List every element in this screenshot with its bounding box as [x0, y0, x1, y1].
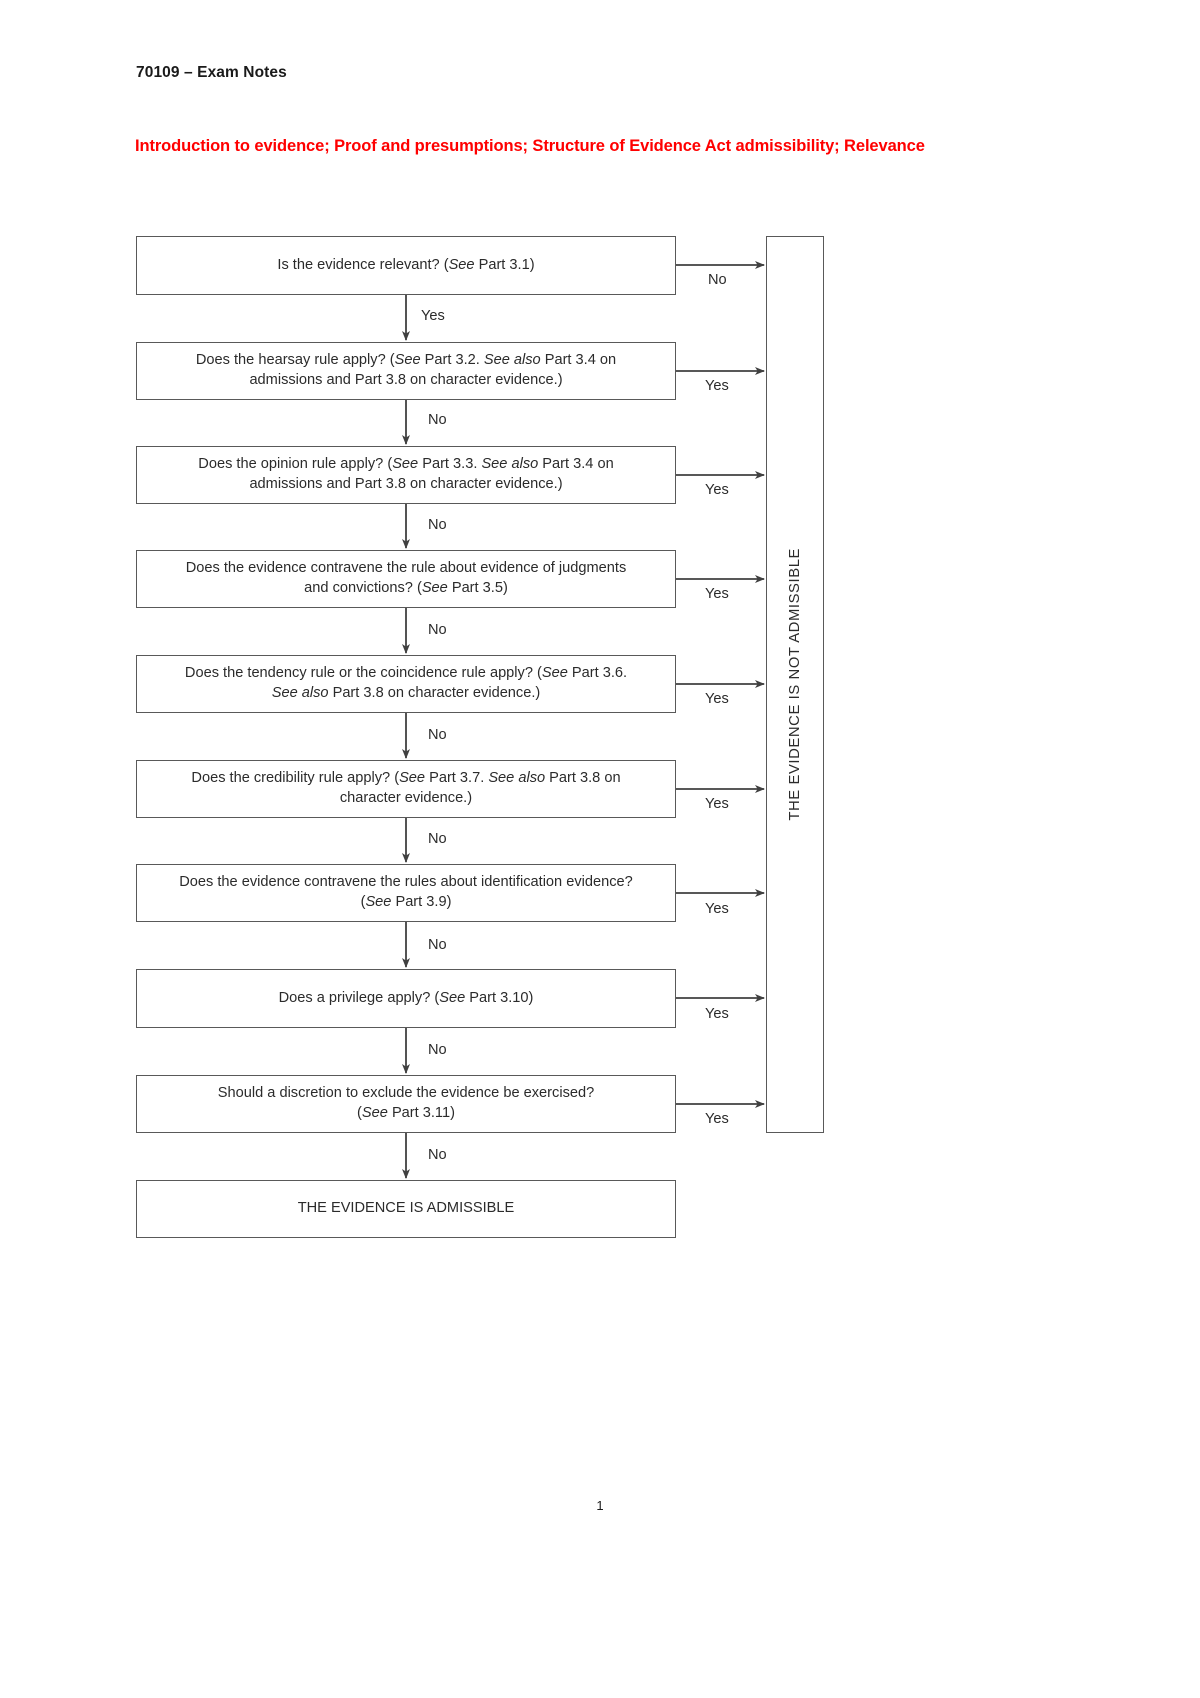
t: Part 3.8 on: [545, 770, 621, 787]
edge-label-yes-relevance: Yes: [421, 308, 445, 324]
t: Part 3.3.: [418, 456, 482, 473]
t-italic: See: [439, 989, 466, 1006]
edge-label-side-yes-discretion: Yes: [705, 1111, 729, 1127]
edge-label-no-credibility: No: [428, 831, 447, 847]
edge-label-side-yes-privilege: Yes: [705, 1006, 729, 1022]
flow-node-identification: Does the evidence contravene the rules a…: [136, 864, 676, 922]
t: Part 3.6.: [567, 665, 628, 682]
t: Part 3.11): [387, 1105, 455, 1121]
t: Does the evidence contravene the rule ab…: [185, 560, 627, 577]
t-italic: See: [361, 1105, 388, 1121]
flow-node-not-admissible-text: THE EVIDENCE IS NOT ADMISSIBLE: [787, 548, 803, 821]
edge-label-no-judgments: No: [428, 622, 447, 638]
t-italic: See: [421, 580, 448, 596]
edge-label-side-yes-hearsay: Yes: [705, 378, 729, 394]
t-italic: See also: [483, 352, 541, 369]
flow-node-judgments-convictions-text: Does the evidence contravene the rule ab…: [147, 559, 665, 598]
document-header: 70109 – Exam Notes: [136, 64, 287, 81]
t: Should a discretion to exclude the evide…: [217, 1085, 595, 1102]
flow-node-admissible: THE EVIDENCE IS ADMISSIBLE: [136, 1180, 676, 1238]
edge-label-no-privilege: No: [428, 1042, 447, 1058]
edge-label-side-no-relevance: No: [708, 272, 727, 288]
t: Part 3.1): [474, 256, 535, 273]
flow-node-hearsay-text: Does the hearsay rule apply? (See Part 3…: [147, 351, 665, 390]
t: Part 3.9): [391, 894, 452, 910]
edge-label-side-yes-judgments: Yes: [705, 586, 729, 602]
t: and convictions? (: [304, 580, 422, 596]
t: admissions and Part 3.8 on character evi…: [249, 476, 563, 492]
edge-label-no-tendency: No: [428, 727, 447, 743]
edge-label-side-yes-tendency: Yes: [705, 691, 729, 707]
t: character evidence.): [339, 790, 473, 806]
t: Part 3.7.: [425, 770, 489, 787]
t: (: [357, 1105, 362, 1121]
t: Part 3.2.: [420, 352, 484, 369]
t: Does the hearsay rule apply? (: [195, 352, 395, 369]
flow-node-relevance: Is the evidence relevant? (See Part 3.1): [136, 236, 676, 295]
t: Does a privilege apply? (: [278, 989, 440, 1006]
t: admissions and Part 3.8 on character evi…: [249, 372, 563, 388]
edge-label-side-yes-opinion: Yes: [705, 482, 729, 498]
t: Does the opinion rule apply? (: [198, 456, 393, 473]
flow-node-credibility: Does the credibility rule apply? (See Pa…: [136, 760, 676, 818]
flow-node-not-admissible: THE EVIDENCE IS NOT ADMISSIBLE: [766, 236, 824, 1133]
flow-node-credibility-text: Does the credibility rule apply? (See Pa…: [147, 769, 665, 808]
t: Is the evidence relevant? (: [277, 256, 449, 273]
flow-node-privilege-text: Does a privilege apply? (See Part 3.10): [147, 989, 665, 1009]
t: Does the evidence contravene the rules a…: [179, 874, 633, 891]
flow-node-discretion-text: Should a discretion to exclude the evide…: [147, 1084, 665, 1123]
page-number: 1: [596, 1498, 604, 1513]
edge-label-no-discretion: No: [428, 1147, 447, 1163]
t: Part 3.5): [447, 580, 508, 596]
t: Does the credibility rule apply? (: [191, 770, 400, 787]
edge-label-no-hearsay: No: [428, 412, 447, 428]
edge-label-no-identification: No: [428, 937, 447, 953]
t-italic: See: [392, 456, 419, 473]
t-italic: See also: [271, 685, 329, 701]
t-italic: See also: [488, 770, 546, 787]
edge-label-side-yes-credibility: Yes: [705, 796, 729, 812]
flow-node-tendency-coincidence-text: Does the tendency rule or the coincidenc…: [147, 664, 665, 703]
flow-node-discretion: Should a discretion to exclude the evide…: [136, 1075, 676, 1133]
t: Does the tendency rule or the coincidenc…: [184, 665, 542, 682]
t: Part 3.4 on: [540, 352, 617, 369]
flow-node-judgments-convictions: Does the evidence contravene the rule ab…: [136, 550, 676, 608]
edge-label-no-opinion: No: [428, 517, 447, 533]
flow-node-tendency-coincidence: Does the tendency rule or the coincidenc…: [136, 655, 676, 713]
t-italic: See: [365, 894, 392, 910]
t-italic: See: [399, 770, 426, 787]
flow-node-opinion: Does the opinion rule apply? (See Part 3…: [136, 446, 676, 504]
t: (: [360, 894, 366, 910]
t-italic: See also: [481, 456, 539, 473]
flow-node-admissible-text: THE EVIDENCE IS ADMISSIBLE: [297, 1200, 515, 1217]
t: Part 3.8 on character evidence.): [328, 685, 541, 701]
flow-node-relevance-text: Is the evidence relevant? (See Part 3.1): [147, 256, 665, 276]
flow-node-privilege: Does a privilege apply? (See Part 3.10): [136, 969, 676, 1028]
flow-node-hearsay: Does the hearsay rule apply? (See Part 3…: [136, 342, 676, 400]
flow-node-identification-text: Does the evidence contravene the rules a…: [147, 873, 665, 912]
t: Part 3.10): [465, 989, 534, 1006]
edge-label-side-yes-identification: Yes: [705, 901, 729, 917]
t-italic: See: [394, 352, 421, 369]
t: Part 3.4 on: [538, 456, 614, 473]
flow-node-opinion-text: Does the opinion rule apply? (See Part 3…: [147, 455, 665, 494]
page-title: Introduction to evidence; Proof and pres…: [135, 137, 925, 155]
t-italic: See: [448, 256, 475, 273]
t-italic: See: [541, 665, 568, 682]
